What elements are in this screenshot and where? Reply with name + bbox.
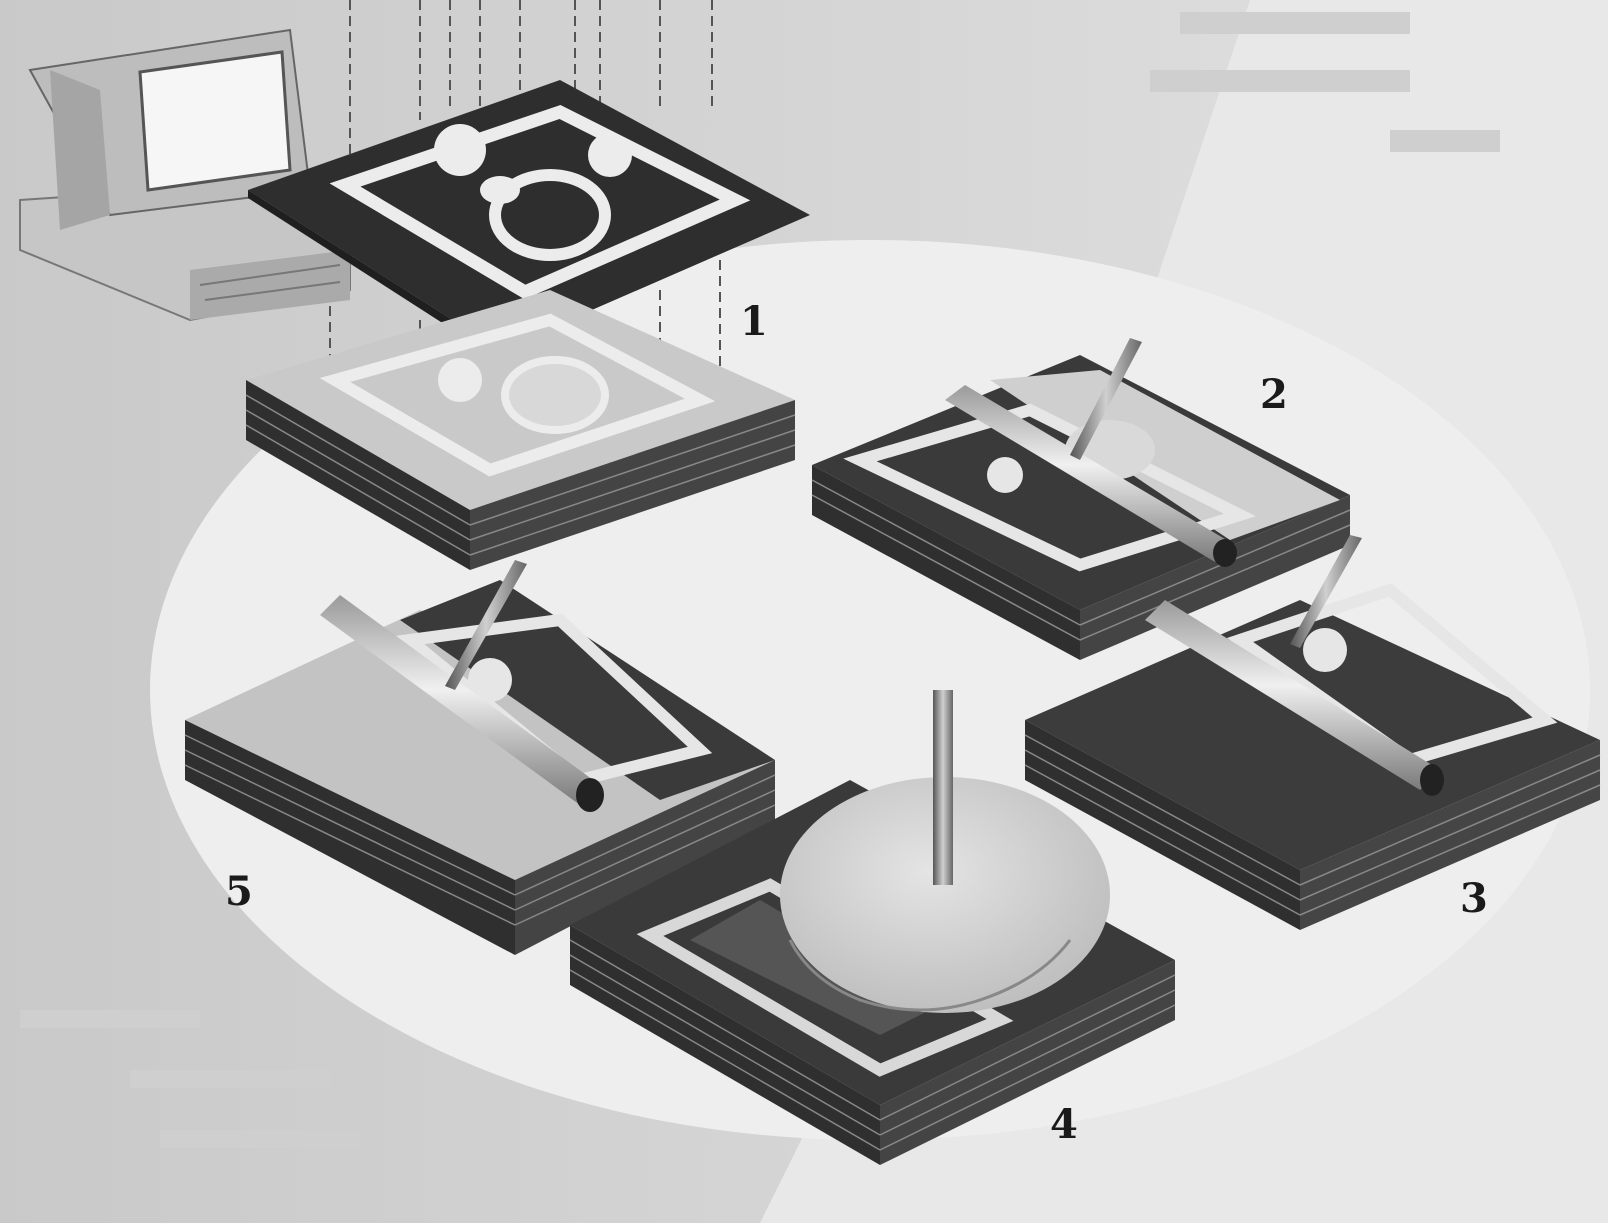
step-number-4: 4 xyxy=(1050,1101,1078,1148)
step-number-3: 3 xyxy=(1460,875,1488,922)
rod-4 xyxy=(933,690,953,885)
step-number-1: 1 xyxy=(740,298,768,345)
step-number-5: 5 xyxy=(225,868,253,915)
step-number-2: 2 xyxy=(1260,371,1288,418)
